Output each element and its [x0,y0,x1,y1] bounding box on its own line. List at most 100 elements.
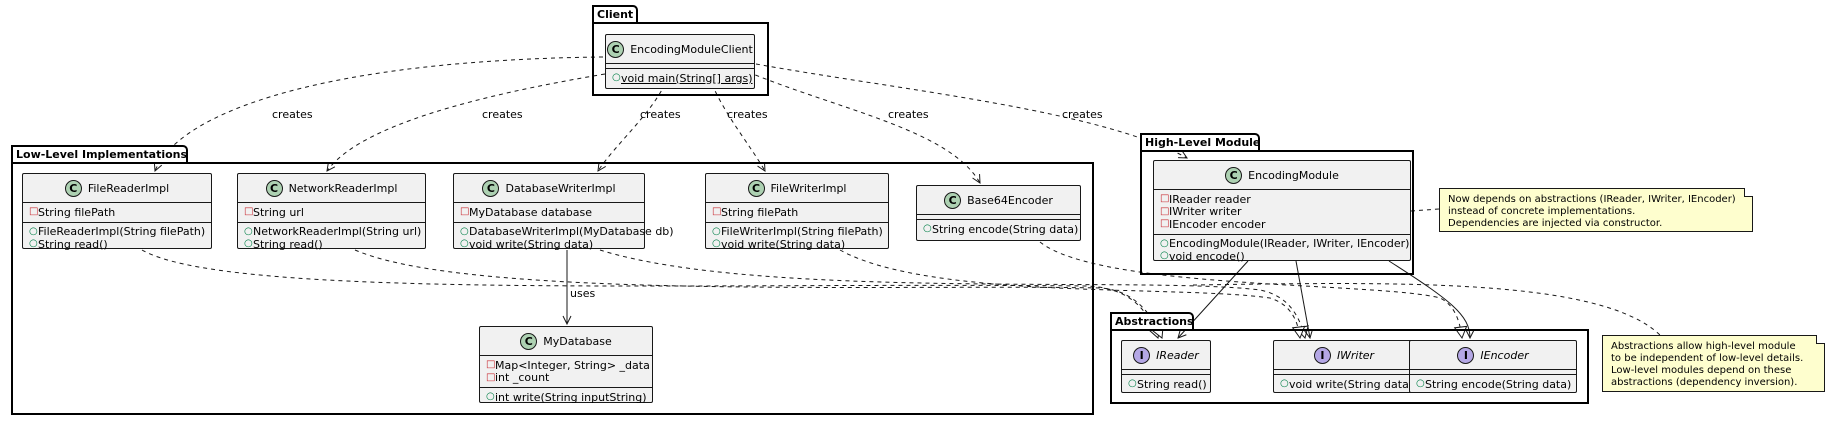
package-client [592,22,769,96]
interface-stereotype-icon: I [1313,346,1331,364]
private-visibility-icon: □ [244,206,254,218]
package-abstractions [1110,329,1589,404]
class-method: void encode() [1169,249,1245,263]
interface-name: IReader [1156,348,1199,362]
note-line: Abstractions allow high-level module [1611,341,1796,352]
edge-label: creates [1062,108,1103,121]
class-base64-encoder: C Base64Encoder ○String encode(String dat… [916,185,1081,241]
class-name: FileWriterImpl [770,181,847,195]
class-stereotype-icon: C [607,40,625,58]
interface-stereotype-icon: I [1133,346,1151,364]
edge-realize-base64encoder [1039,241,1468,340]
private-visibility-icon: □ [486,359,496,371]
class-method: String read() [253,237,323,251]
class-stereotype-icon: C [482,179,500,197]
note-fold-icon [1744,188,1753,197]
package-low-level [11,162,1094,415]
class-field: IEncoder encoder [1169,217,1266,231]
interface-method: String read() [1137,377,1207,391]
public-visibility-icon: ○ [1280,378,1289,390]
class-method: DatabaseWriterImpl(MyDatabase db) [469,225,674,239]
class-stereotype-icon: C [520,332,538,350]
note-high-level: Now depends on abstractions (IReader, IW… [1439,188,1753,232]
note-line: Dependencies are injected via constructo… [1448,218,1663,229]
public-visibility-icon: ○ [712,238,721,250]
edge-note-abstractions [1192,283,1661,336]
note-line: to be independent of low-level details. [1611,353,1804,364]
private-visibility-icon: □ [1160,205,1170,217]
note-line: instead of concrete implementations. [1448,206,1636,217]
class-field: String filePath [38,205,116,219]
package-high-level-tab: High-Level Module [1140,133,1260,152]
interface-method: void write(String data) [1289,377,1414,391]
class-stereotype-icon: C [944,191,962,209]
class-stereotype-icon: C [64,179,82,197]
public-visibility-icon: ○ [1160,237,1169,249]
class-name: Base64Encoder [967,193,1053,207]
edge-label: creates [888,108,929,121]
private-visibility-icon: □ [712,206,722,218]
edge-note-high-level [1410,208,1440,212]
public-visibility-icon: ○ [460,238,469,250]
class-field: int _count [495,371,550,385]
edge-label: creates [272,108,313,121]
package-abstractions-tab: Abstractions [1110,312,1194,331]
package-low-level-tab: Low-Level Implementations [11,145,188,164]
class-stereotype-icon: C [1225,166,1243,184]
note-abstractions: Abstractions allow high-level module to … [1602,335,1825,392]
edge-creates-networkreaderimpl [327,73,606,171]
class-method: void write(String data) [469,237,594,251]
public-visibility-icon: ○ [29,238,38,250]
public-visibility-icon: ○ [1416,378,1425,390]
class-field: IReader reader [1169,192,1251,206]
public-visibility-icon: ○ [486,391,495,403]
public-visibility-icon: ○ [612,72,621,84]
class-field: String url [253,205,304,219]
class-method: int write(String inputString) [495,390,647,404]
class-method: void main(String[] args) [621,71,753,85]
class-stereotype-icon: C [265,179,283,197]
public-visibility-icon: ○ [712,225,721,237]
public-visibility-icon: ○ [923,223,932,235]
class-name: DatabaseWriterImpl [505,181,616,195]
interface-stereotype-icon: I [1457,346,1475,364]
private-visibility-icon: □ [1160,193,1170,205]
class-field: MyDatabase database [469,205,592,219]
interface-ireader: I IReader ○String read() [1121,340,1211,393]
note-fold-icon [1816,335,1825,344]
package-high-level [1140,150,1414,275]
private-visibility-icon: □ [460,206,470,218]
edge-realize-filereader [141,249,1161,339]
class-field: String filePath [721,205,799,219]
public-visibility-icon: ○ [1128,378,1137,390]
edge-creates-encodingmodule [755,63,1187,158]
edge-realize-filewriter [839,249,1306,340]
public-visibility-icon: ○ [29,225,38,237]
class-name: EncodingModule [1248,168,1339,182]
edge-realize-networkreader [354,249,1164,339]
class-method: String encode(String data) [932,222,1079,236]
edge-creates-filewriterimpl [711,83,765,171]
interface-name: IEncoder [1480,348,1529,362]
note-line: Low-level modules depend on these [1611,365,1792,376]
class-database-writer-impl: C DatabaseWriterImpl □MyDatabase database… [453,173,674,251]
class-method: void write(String data) [721,237,846,251]
class-method: FileWriterImpl(String filePath) [721,225,883,239]
edge-label: uses [570,287,595,300]
edge-label: creates [640,108,681,121]
public-visibility-icon: ○ [244,225,253,237]
class-method: FileReaderImpl(String filePath) [38,225,206,239]
public-visibility-icon: ○ [460,225,469,237]
class-method: EncodingModule(IReader, IWriter, IEncode… [1169,237,1410,251]
public-visibility-icon: ○ [244,238,253,250]
note-line: Now depends on abstractions (IReader, IW… [1448,194,1736,205]
class-field: Map<Integer, String> _data [495,358,650,372]
note-line: abstractions (dependency inversion). [1611,377,1798,388]
